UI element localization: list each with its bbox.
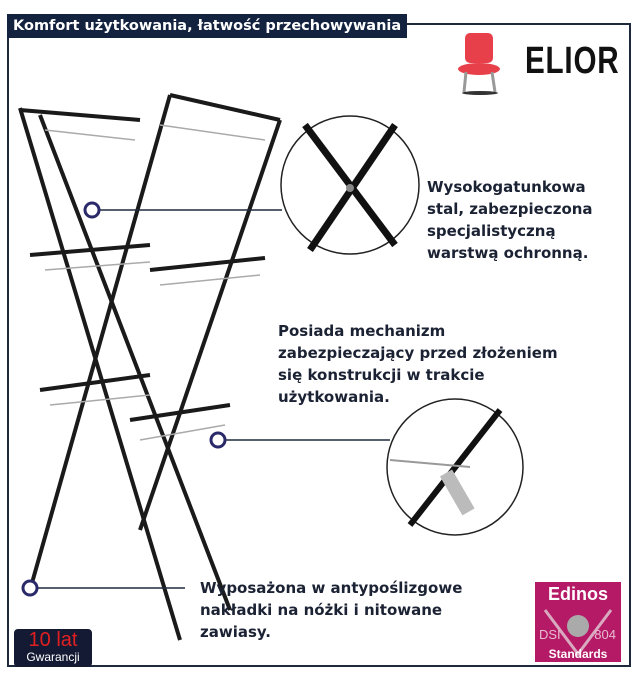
feature-line: nakładki na nóżki i nitowane xyxy=(200,601,443,619)
warranty-years: 10 lat xyxy=(28,629,78,651)
feature-line: Wyposażona w antypoślizgowe xyxy=(200,579,463,597)
feature-line: specjalistyczną xyxy=(427,222,556,240)
detail-circle-lock xyxy=(386,398,524,536)
feature-line: warstwą ochronną. xyxy=(427,244,589,262)
feature-line: Posiada mechanizm xyxy=(278,322,446,340)
certificate-code-left: DSI xyxy=(539,627,561,642)
certificate-label: Standards xyxy=(548,647,608,661)
feature-line: użytkowania. xyxy=(278,388,390,406)
warranty-label: Gwarancji xyxy=(26,650,80,664)
warranty-badge: 10 lat Gwarancji xyxy=(14,629,92,667)
certificate-code-right: 804 xyxy=(594,627,616,642)
marker-steel xyxy=(83,201,101,219)
certificate-name: Edinos xyxy=(547,584,608,604)
feature-line: zabezpieczający przed złożeniem xyxy=(278,344,558,362)
page-title: Komfort użytkowania, łatwość przechowywa… xyxy=(7,14,408,38)
brand-logo: ELIOR xyxy=(525,40,620,82)
chair-icon xyxy=(458,33,500,95)
feature-lock: Posiada mechanizm zabezpieczający przed … xyxy=(278,320,558,408)
certificate-badge: Edinos DSI 804 Standards xyxy=(535,582,621,662)
marker-lock xyxy=(209,431,227,449)
feature-steel: Wysokogatunkowa stal, zabezpieczona spec… xyxy=(427,176,593,264)
rack-wires xyxy=(44,124,266,441)
certificate-v-icon xyxy=(543,609,613,657)
detail-circle-steel xyxy=(280,115,420,255)
marker-feet xyxy=(21,579,39,597)
feature-line: Wysokogatunkowa xyxy=(427,178,586,196)
feature-line: stal, zabezpieczona xyxy=(427,200,593,218)
feature-feet: Wyposażona w antypoślizgowe nakładki na … xyxy=(200,577,462,643)
feature-line: zawiasy. xyxy=(200,623,272,641)
feature-line: się konstrukcji w trakcie xyxy=(278,366,485,384)
rack-frame xyxy=(18,93,282,641)
